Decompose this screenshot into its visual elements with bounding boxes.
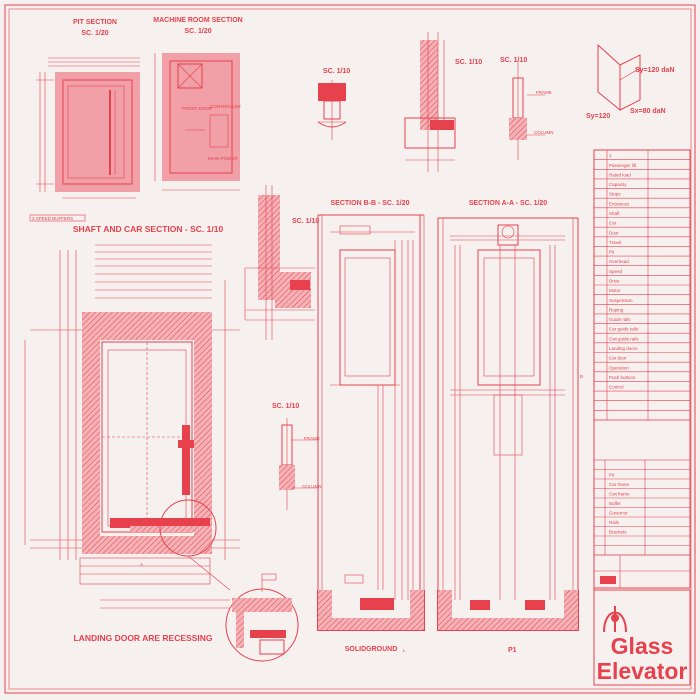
spec-row-label: Door [609, 230, 619, 235]
spec-row-label: Entrances [609, 201, 630, 206]
detail-a-scale: SC. 1/10 [323, 68, 350, 75]
svg-text:3 SPEED BUFFERS: 3 SPEED BUFFERS [32, 216, 73, 221]
shaft-car-section-drawing: SHAFT AND CAR SECTION - SC. 1/10 A [24, 224, 240, 609]
spec-row-label: Shaft [609, 211, 620, 216]
svg-text:COLUMN: COLUMN [302, 484, 322, 489]
spec-row-label: Speed [609, 269, 623, 274]
spec-row-label: Guide rails [609, 317, 631, 322]
brand-line2: Elevator [597, 658, 688, 684]
svg-text:CONTROLLER: CONTROLLER [210, 104, 242, 109]
machine-room-section-drawing: MACHINE ROOM SECTION SC. 1/20 FRONT DOOR… [153, 17, 243, 191]
pit-section-scale: SC. 1/20 [81, 30, 108, 37]
landing-door-detail [225, 573, 299, 662]
marker-a-label: A [140, 562, 143, 567]
svg-text:FRAME: FRAME [304, 436, 320, 441]
svg-text:FRONT DOOR: FRONT DOOR [182, 106, 213, 111]
spec-row-label: Motor [609, 288, 621, 293]
detail-b-scale: SC. 1/10 [455, 59, 482, 66]
lower-row-label: Cwt frame [609, 492, 630, 497]
spec-row-label: Control [609, 385, 624, 390]
spec-row-label: Push buttons [609, 375, 636, 380]
shaft-wall-right [194, 312, 212, 554]
pit-section-drawing: PIT SECTION SC. 1/20 3 SPEED BUFFERS [29, 19, 140, 222]
pit-section-title: PIT SECTION [73, 19, 117, 26]
spec-row-label: Roping [609, 307, 624, 312]
spec-row-label: Car guide rails [609, 327, 639, 332]
spec-row-label: Car door [609, 356, 627, 361]
solidground-label: SOLIDGROUND [345, 646, 398, 653]
machine-room-title: MACHINE ROOM SECTION [153, 17, 242, 24]
sheet-inner-border [8, 8, 692, 690]
spec-row-label: Rated load [609, 172, 631, 177]
spec-row-label: Stops [609, 192, 621, 197]
rail-detail-d: SC. 1/10 [244, 185, 319, 340]
spec-row-label: Pit [609, 250, 615, 255]
section-bb-drawing: SECTION B-B - SC. 1/20 SOLIDGROUND L [317, 200, 425, 653]
lower-row-label: Pit [609, 473, 615, 478]
spec-row-label: Landing doors [609, 346, 638, 351]
lower-row-label: Buffer [609, 501, 621, 506]
spec-row-label: Suspension [609, 298, 633, 303]
section-bb-title: SECTION B-B - SC. 1/20 [331, 200, 410, 207]
spec-row-label: Overhead [609, 259, 629, 264]
lower-row-label: Car frame [609, 482, 630, 487]
rail-detail-a: SC. 1/10 [317, 68, 350, 140]
detail-c-scale: SC. 1/10 [500, 57, 527, 64]
lower-row-label: Governor [609, 511, 628, 516]
svg-text:COLUMN: COLUMN [534, 130, 554, 135]
spec-row-label: Operation [609, 365, 629, 370]
shaft-wall-bottom [82, 536, 212, 554]
rail-detail-c: SC. 1/10 FRAME COLUMN [500, 57, 554, 160]
marker-l-label: L [403, 648, 406, 653]
guide-rail [182, 425, 190, 495]
svg-text:FRAME: FRAME [536, 90, 552, 95]
section-aa-title: SECTION A-A - SC. 1/20 [469, 200, 548, 207]
bb-car [339, 249, 396, 386]
marker-p1-label: P1 [508, 647, 517, 654]
force-diagram: Sy=120 daN Sy=120 Sx=80 daN [586, 43, 675, 120]
force-sy-label: Sy=120 daN [635, 67, 675, 74]
section-aa-drawing: SECTION A-A - SC. 1/20 P1 B [437, 200, 583, 654]
shaft-wall-top [82, 312, 212, 340]
detail-e-scale: SC. 1/10 [272, 403, 299, 410]
spec-row-label: Cwt guide rails [609, 336, 639, 341]
shaft-wall-left [82, 312, 100, 554]
pit-wall [55, 72, 140, 192]
spec-row-label: Car [609, 221, 617, 226]
sheet-border [4, 4, 696, 694]
machine-room-scale: SC. 1/20 [184, 28, 211, 35]
spec-row-label: Capacity [609, 182, 627, 187]
spec-row-label: 1 [609, 153, 612, 158]
lower-row-label: Brackets [609, 530, 627, 535]
spec-row-label: Travel [609, 240, 621, 245]
force-sx-label: Sx=80 daN [630, 108, 666, 115]
brand-block: Glass Elevator [593, 589, 691, 686]
landing-door-caption: LANDING DOOR ARE RECESSING [73, 633, 212, 643]
spec-row-label: Passenger lift [609, 163, 637, 168]
svg-text:MAIN POWER: MAIN POWER [208, 156, 238, 161]
aa-car [477, 249, 541, 386]
lower-row-label: Rails [609, 520, 620, 525]
force-sy-short-label: Sy=120 [586, 113, 610, 120]
spec-row-label: Drive [609, 279, 620, 284]
brand-line1: Glass [611, 633, 674, 659]
rail-detail-b: SC. 1/10 [404, 32, 482, 172]
shaft-car-title: SHAFT AND CAR SECTION - SC. 1/10 [73, 224, 224, 234]
rail-detail-e: SC. 1/10 FRAME COLUMN [272, 403, 322, 510]
marker-b-label: B [580, 374, 583, 379]
detail-d-scale: SC. 1/10 [292, 218, 319, 225]
